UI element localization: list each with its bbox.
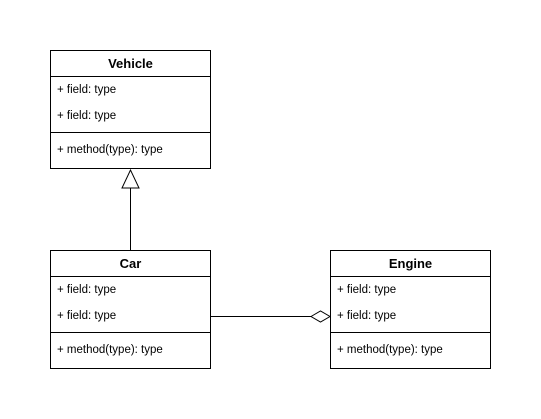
attribute[interactable]: + field: type: [57, 110, 117, 122]
method[interactable]: + method(type): type: [337, 344, 443, 356]
attributes-section: + field: type + field: type: [51, 77, 210, 133]
method[interactable]: + method(type): type: [57, 344, 163, 356]
generalization-arrowhead: [121, 168, 140, 189]
methods-section: + method(type): type: [331, 333, 490, 368]
attribute[interactable]: + field: type: [57, 310, 117, 322]
attribute[interactable]: + field: type: [337, 310, 397, 322]
class-name: Car: [51, 251, 210, 277]
class-engine[interactable]: Engine + field: type + field: type + met…: [330, 250, 491, 369]
attributes-section: + field: type + field: type: [331, 277, 490, 333]
aggregation-diamond: [310, 310, 331, 323]
method[interactable]: + method(type): type: [57, 144, 163, 156]
methods-section: + method(type): type: [51, 133, 210, 168]
attributes-section: + field: type + field: type: [51, 277, 210, 333]
class-name: Vehicle: [51, 51, 210, 77]
class-vehicle[interactable]: Vehicle + field: type + field: type + me…: [50, 50, 211, 169]
attribute[interactable]: + field: type: [57, 284, 117, 296]
class-name: Engine: [331, 251, 490, 277]
class-car[interactable]: Car + field: type + field: type + method…: [50, 250, 211, 369]
methods-section: + method(type): type: [51, 333, 210, 368]
attribute[interactable]: + field: type: [337, 284, 397, 296]
attribute[interactable]: + field: type: [57, 84, 117, 96]
